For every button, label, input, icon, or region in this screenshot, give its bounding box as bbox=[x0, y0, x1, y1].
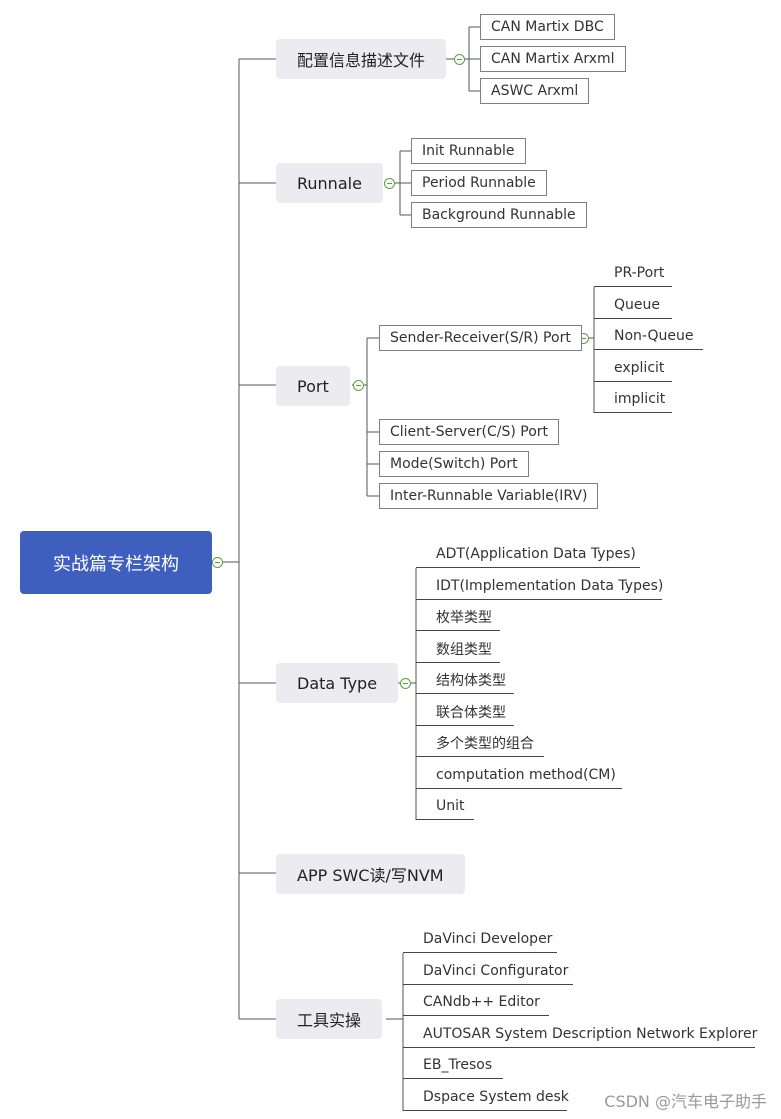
sr-subitem[interactable]: explicit bbox=[594, 355, 672, 382]
tool-item[interactable]: CANdb++ Editor bbox=[403, 989, 549, 1016]
branch-tools[interactable]: 工具实操 bbox=[276, 999, 383, 1039]
collapse-root-icon[interactable] bbox=[212, 557, 223, 568]
tool-item[interactable]: AUTOSAR System Description Network Explo… bbox=[403, 1021, 757, 1048]
datatype-item[interactable]: ADT(Application Data Types) bbox=[416, 541, 640, 568]
datatype-item[interactable]: computation method(CM) bbox=[416, 762, 622, 789]
sr-subitem[interactable]: PR-Port bbox=[594, 260, 672, 287]
port-item[interactable]: Inter-Runnable Variable(IRV) bbox=[379, 483, 599, 509]
config-item[interactable]: CAN Martix DBC bbox=[480, 14, 615, 40]
config-item[interactable]: ASWC Arxml bbox=[480, 78, 590, 104]
tool-item[interactable]: EB_Tresos bbox=[403, 1052, 503, 1079]
collapse-port-icon[interactable] bbox=[353, 380, 364, 391]
runnable-item[interactable]: Background Runnable bbox=[411, 202, 587, 228]
datatype-item[interactable]: 联合体类型 bbox=[416, 699, 514, 726]
datatype-item[interactable]: 多个类型的组合 bbox=[416, 730, 544, 757]
datatype-item[interactable]: 枚举类型 bbox=[416, 604, 500, 631]
runnable-item[interactable]: Init Runnable bbox=[411, 138, 526, 164]
collapse-config-icon[interactable] bbox=[454, 54, 465, 65]
port-item[interactable]: Client-Server(C/S) Port bbox=[379, 419, 559, 445]
sr-subitem[interactable]: Queue bbox=[594, 292, 672, 319]
branch-port[interactable]: Port bbox=[276, 366, 350, 406]
sr-subitem[interactable]: Non-Queue bbox=[594, 323, 703, 350]
collapse-datatype-icon[interactable] bbox=[400, 678, 411, 689]
runnable-item[interactable]: Period Runnable bbox=[411, 170, 547, 196]
sr-subitem[interactable]: implicit bbox=[594, 386, 672, 413]
tool-item[interactable]: DaVinci Configurator bbox=[403, 958, 573, 985]
branch-config[interactable]: 配置信息描述文件 bbox=[276, 39, 447, 79]
port-item[interactable]: Mode(Switch) Port bbox=[379, 451, 529, 477]
datatype-item[interactable]: IDT(Implementation Data Types) bbox=[416, 573, 663, 600]
config-item[interactable]: CAN Martix Arxml bbox=[480, 46, 626, 72]
tool-item[interactable]: DaVinci Developer bbox=[403, 926, 557, 953]
collapse-runnable-icon[interactable] bbox=[384, 178, 395, 189]
datatype-item[interactable]: 结构体类型 bbox=[416, 667, 514, 694]
root-topic[interactable]: 实战篇专栏架构 bbox=[20, 531, 212, 594]
branch-runnable[interactable]: Runnale bbox=[276, 163, 383, 203]
tool-item[interactable]: Dspace System desk bbox=[403, 1084, 569, 1111]
datatype-item[interactable]: Unit bbox=[416, 793, 474, 820]
branch-datatype[interactable]: Data Type bbox=[276, 663, 399, 703]
branch-nvm[interactable]: APP SWC读/写NVM bbox=[276, 854, 465, 894]
watermark: CSDN @汽车电子助手 bbox=[604, 1092, 767, 1111]
datatype-item[interactable]: 数组类型 bbox=[416, 636, 500, 663]
port-sr-item[interactable]: Sender-Receiver(S/R) Port bbox=[379, 325, 582, 351]
